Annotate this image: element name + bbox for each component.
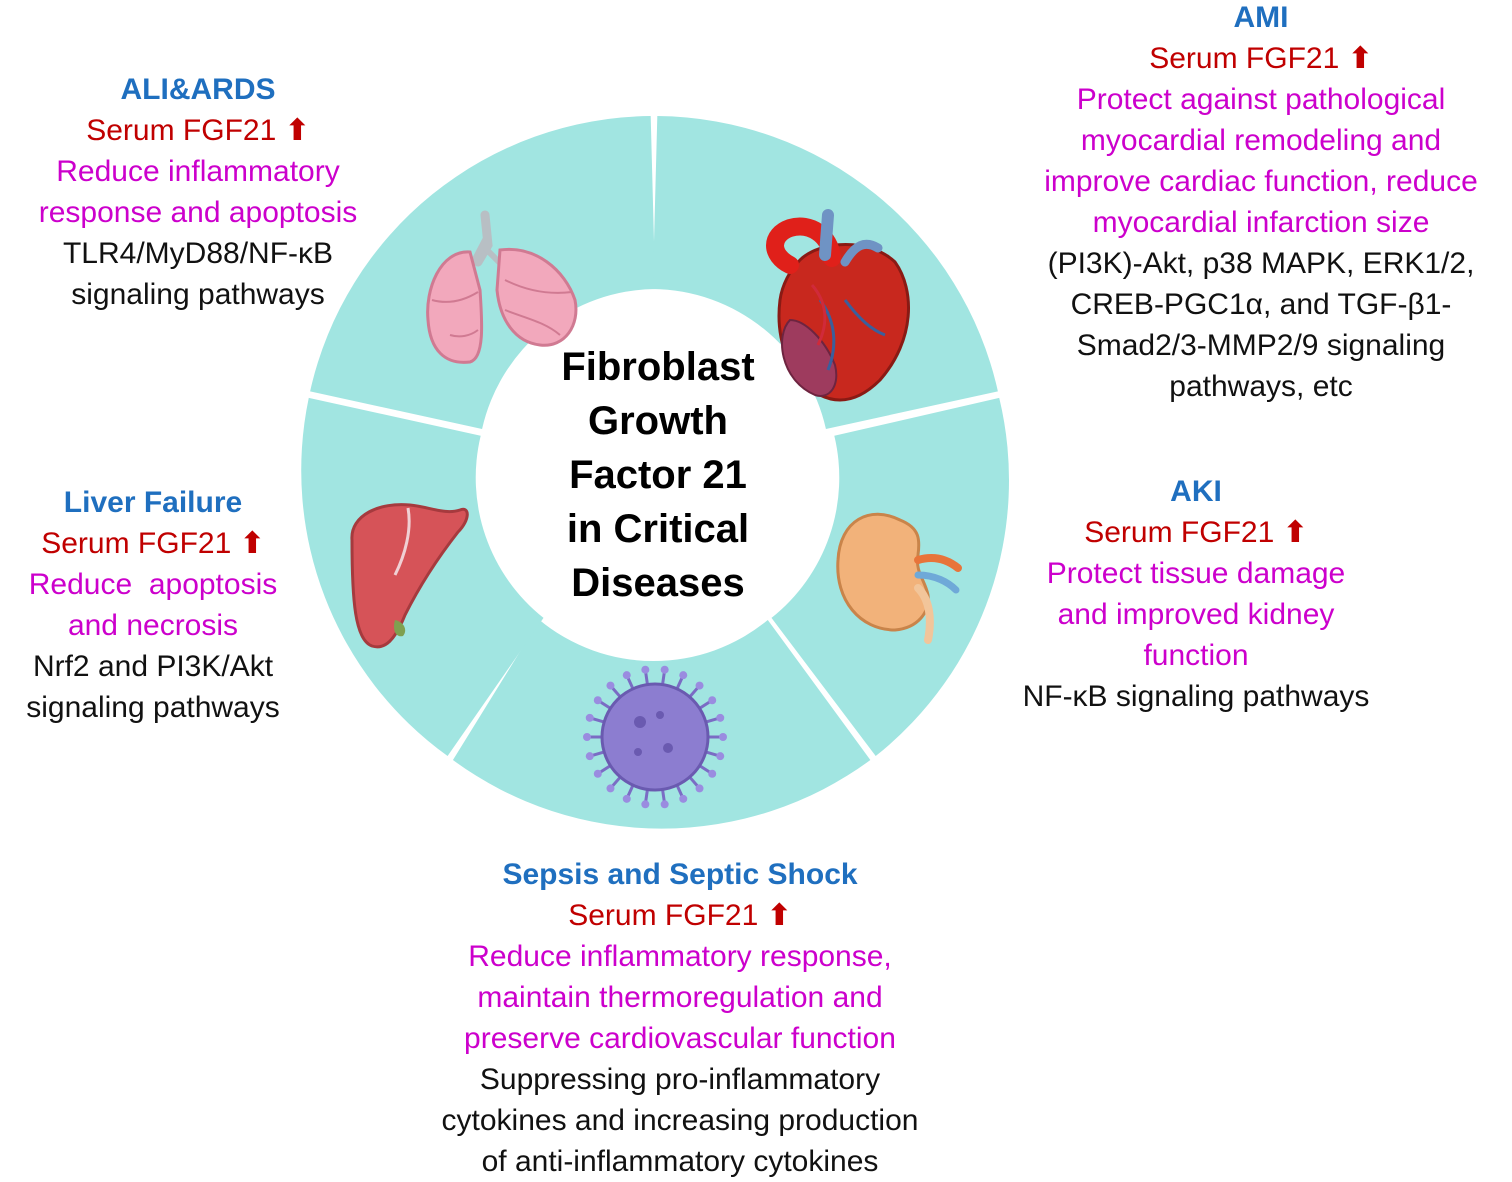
ali-pathway-line: signaling pathways: [71, 278, 325, 311]
virus-icon: [583, 665, 727, 809]
aki-serum: Serum FGF21 ⬆: [990, 512, 1402, 553]
virus-spike-tip: [719, 733, 727, 741]
virus-spike-tip: [679, 794, 688, 803]
ami-title: AMI: [1233, 1, 1289, 34]
sepsis-effect-line: preserve cardiovascular function: [464, 1022, 896, 1055]
heart-icon: [766, 209, 910, 402]
virus-spike-tip: [641, 800, 650, 809]
virus-spike-tip: [593, 769, 602, 778]
up-arrow-icon: ⬆: [1347, 42, 1373, 75]
segment-ali: [310, 116, 656, 429]
ali-pathway-line: TLR4/MyD88/NF-κB: [62, 237, 334, 270]
virus-spike-tip: [622, 794, 631, 803]
center-title: Fibroblast Growth Factor 21 in Critical …: [478, 340, 838, 610]
sepsis-pathway-line: cytokines and increasing production: [441, 1104, 919, 1137]
ali-effect-line: Reduce inflammatory: [56, 155, 340, 188]
sepsis-serum: Serum FGF21 ⬆: [380, 895, 980, 936]
virus-spike-tip: [606, 784, 615, 793]
kidney-icon: [836, 512, 962, 644]
ami-pathway-line: Smad2/3-MMP2/9 signaling: [1076, 329, 1446, 362]
ali-effect-line: response and apoptosis: [38, 196, 358, 229]
ami-pathway-line: pathways, etc: [1169, 370, 1353, 403]
ami-pathway-line: CREB-PGC1α, and TGF-β1-: [1070, 288, 1452, 321]
virus-spike-tip: [641, 665, 650, 674]
ali-block: ALI&ARDS Serum FGF21 ⬆ Reduce inflammato…: [0, 69, 396, 315]
up-arrow-icon: ⬆: [1282, 516, 1308, 549]
sepsis-pathway-line: Suppressing pro-inflammatory: [479, 1063, 881, 1096]
up-arrow-icon: ⬆: [239, 527, 265, 560]
ali-serum: Serum FGF21 ⬆: [0, 110, 396, 151]
liver-title: Liver Failure: [63, 486, 243, 519]
sepsis-serum-label: Serum FGF21: [568, 899, 759, 932]
liver-icon: [350, 503, 469, 649]
liver-block: Liver Failure Serum FGF21 ⬆ Reduce apopt…: [0, 482, 306, 728]
ali-serum-label: Serum FGF21: [86, 114, 277, 147]
virus-spike-tip: [583, 733, 591, 741]
ami-effect-line: myocardial remodeling and: [1080, 124, 1442, 157]
aki-pathway-line: NF-κB signaling pathways: [1022, 680, 1370, 713]
liver-effect-line: Reduce apoptosis: [28, 568, 278, 601]
virus-spike-tip: [716, 713, 725, 722]
ami-serum: Serum FGF21 ⬆: [1010, 38, 1512, 79]
virus-spike-tip: [695, 681, 704, 690]
aki-effect-line: and improved kidney: [1057, 598, 1335, 631]
aki-effect-line: function: [1143, 639, 1249, 672]
virus-spike-tip: [585, 752, 594, 761]
ali-title: ALI&ARDS: [120, 73, 276, 106]
sepsis-effect-line: maintain thermoregulation and: [477, 981, 883, 1014]
ami-effect-line: Protect against pathological: [1076, 83, 1446, 116]
liver-effect-line: and necrosis: [67, 609, 239, 642]
virus-spike-tip: [716, 752, 725, 761]
virus-spike-tip: [593, 696, 602, 705]
aki-serum-label: Serum FGF21: [1084, 516, 1275, 549]
up-arrow-icon: ⬆: [284, 114, 310, 147]
ami-block: AMI Serum FGF21 ⬆ Protect against pathol…: [1010, 0, 1512, 407]
virus-spike-tip: [695, 784, 704, 793]
virus-spike-tip: [622, 671, 631, 680]
virus-spike-tip: [679, 671, 688, 680]
virus-spike-tip: [708, 696, 717, 705]
up-arrow-icon: ⬆: [766, 899, 792, 932]
liver-serum: Serum FGF21 ⬆: [0, 523, 306, 564]
lungs-icon: [426, 210, 578, 364]
ami-serum-label: Serum FGF21: [1149, 42, 1340, 75]
center-line: Diseases: [571, 561, 745, 605]
liver-serum-label: Serum FGF21: [41, 527, 232, 560]
virus-spike-tip: [660, 800, 669, 809]
center-line: in Critical: [566, 507, 750, 551]
aki-effect-line: Protect tissue damage: [1046, 557, 1346, 590]
aki-title: AKI: [1170, 475, 1222, 508]
virus-spike-tip: [660, 665, 669, 674]
sepsis-title: Sepsis and Septic Shock: [502, 858, 858, 891]
center-line: Fibroblast: [561, 345, 755, 389]
liver-pathway-line: Nrf2 and PI3K/Akt: [32, 650, 274, 683]
center-line: Factor 21: [569, 453, 747, 497]
ami-pathway-line: (PI3K)-Akt, p38 MAPK, ERK1/2,: [1047, 247, 1475, 280]
sepsis-effect-line: Reduce inflammatory response,: [468, 940, 892, 973]
sepsis-pathway-line: of anti-inflammatory cytokines: [481, 1145, 879, 1178]
ami-effect-line: improve cardiac function, reduce: [1044, 165, 1478, 198]
aki-block: AKI Serum FGF21 ⬆ Protect tissue damage …: [990, 471, 1402, 717]
virus-spike-tip: [585, 713, 594, 722]
virus-spike-tip: [708, 769, 717, 778]
center-line: Growth: [588, 399, 728, 443]
virus-spike-tip: [606, 681, 615, 690]
sepsis-block: Sepsis and Septic Shock Serum FGF21 ⬆ Re…: [380, 854, 980, 1182]
liver-pathway-line: signaling pathways: [26, 691, 280, 724]
ami-effect-line: myocardial infarction size: [1092, 206, 1430, 239]
